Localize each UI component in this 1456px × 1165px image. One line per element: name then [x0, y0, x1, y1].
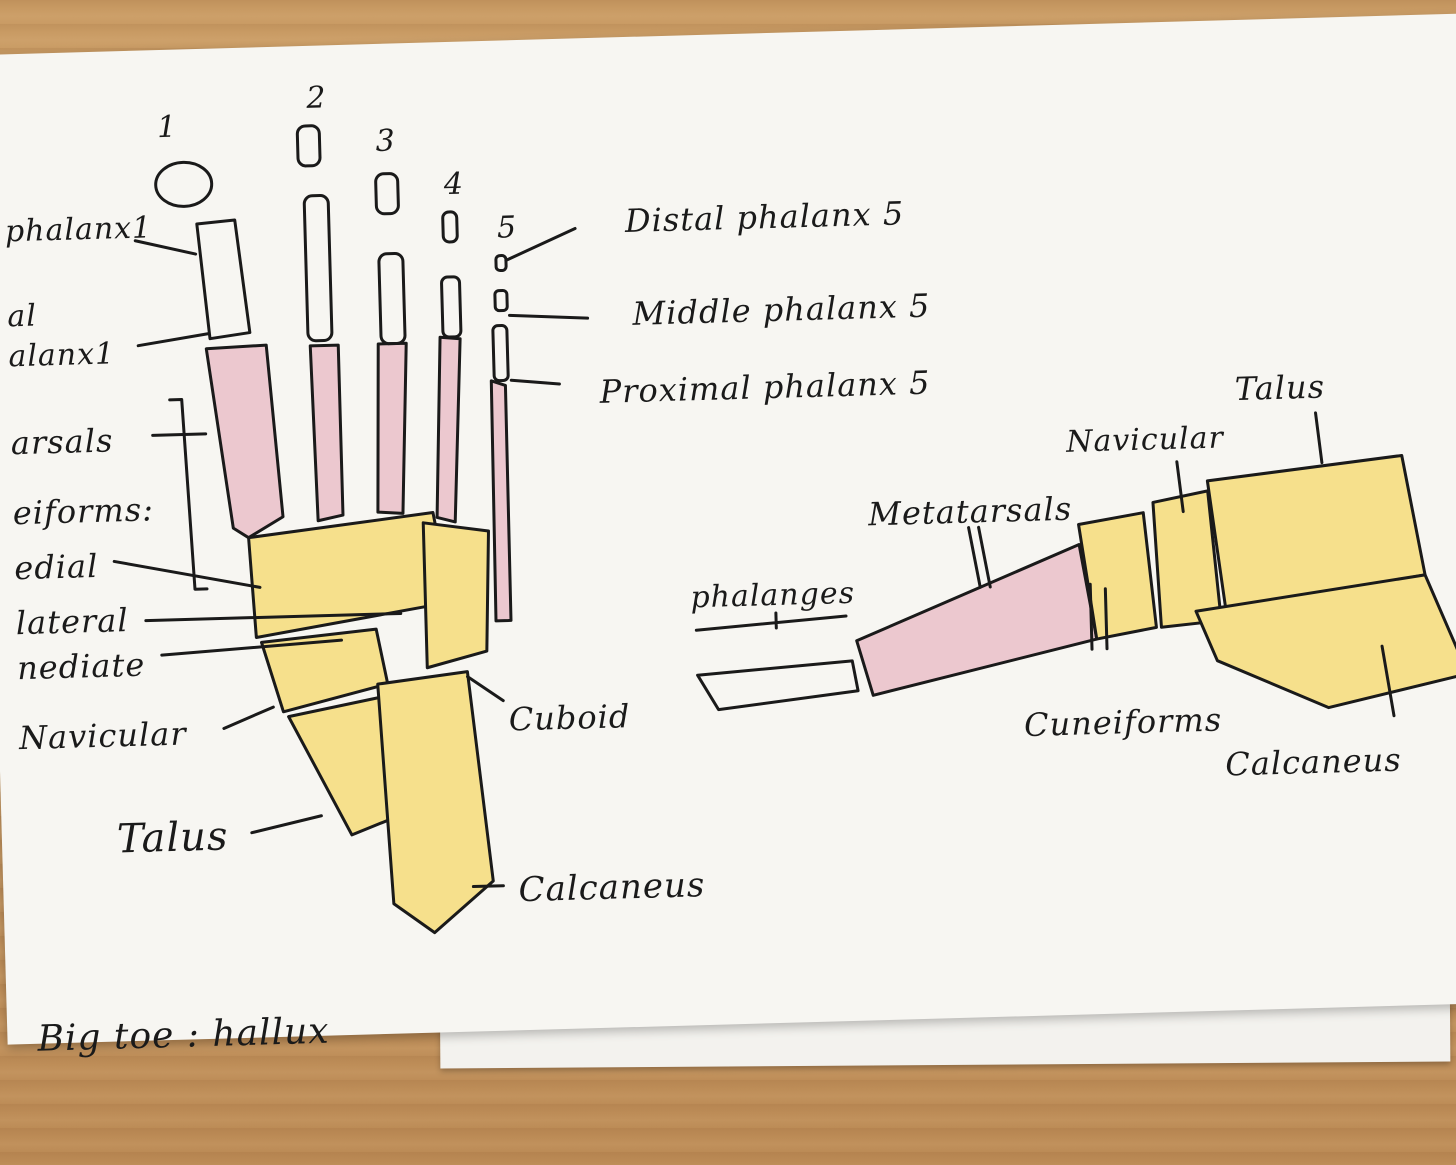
- phalanx-3-proximal: [377, 251, 407, 346]
- toe-number-1: 1: [156, 109, 178, 146]
- phalanx-2-proximal: [302, 194, 334, 343]
- footer-note: Big toe : hallux: [36, 1010, 331, 1060]
- label-cuneiforms: eiforms:: [12, 490, 155, 533]
- toe-number-5: 5: [496, 210, 518, 246]
- metatarsal-3: [376, 341, 408, 515]
- label-lateral-metatarsals: Metatarsals: [867, 489, 1073, 534]
- label-metatarsals: arsals: [10, 421, 114, 463]
- proximal-phalanx-1-shape: [195, 218, 252, 341]
- phalanx-4-proximal: [440, 275, 463, 339]
- metatarsal-bracket: [168, 398, 209, 591]
- label-lateral-talus: Talus: [1234, 367, 1326, 409]
- label-distal-phalanx-5: Distal phalanx 5: [624, 194, 905, 241]
- phalanx-5-middle: [493, 288, 509, 313]
- label-intermediate: nediate: [16, 645, 146, 688]
- label-proximal-phalanx-1-line1: al: [6, 298, 38, 335]
- metatarsal-1: [204, 343, 285, 540]
- metatarsal-5: [489, 379, 513, 623]
- label-talus: Talus: [116, 813, 230, 863]
- flash-card: 1 2 3 4 5 phalanx1 al alanx1 arsals eifo…: [0, 13, 1456, 1060]
- label-lateral-phalanges: phalanges: [689, 575, 856, 616]
- cuneiforms-group: [247, 511, 452, 640]
- lateral-phalanges: [696, 659, 860, 712]
- label-medial: edial: [13, 546, 99, 588]
- phalanx-5-proximal: [491, 324, 510, 383]
- toe-number-4: 4: [443, 166, 465, 203]
- label-lateral-cuneiforms: Cuneiforms: [1023, 700, 1223, 745]
- lateral-calcaneus: [1194, 573, 1456, 710]
- foot-skeleton-drawing: [112, 124, 1456, 935]
- cuboid-shape: [421, 521, 490, 670]
- toe-number-3: 3: [375, 123, 397, 159]
- label-lateral: lateral: [15, 601, 130, 643]
- label-proximal-phalanx-1-line2: alanx1: [7, 336, 116, 375]
- phalanx-4-distal: [441, 210, 459, 244]
- label-distal-phalanx-1: phalanx1: [4, 210, 153, 250]
- label-cuboid: Cuboid: [508, 697, 631, 739]
- label-lateral-navicular: Navicular: [1065, 420, 1225, 460]
- leader-lines-right: [694, 411, 1396, 718]
- phalanx-2-distal: [295, 124, 322, 168]
- label-navicular: Navicular: [18, 714, 188, 758]
- metatarsal-2: [308, 343, 345, 523]
- calcaneus-shape: [376, 670, 495, 935]
- phalanx-5-distal: [494, 254, 508, 273]
- distal-phalanx-1: [154, 160, 214, 208]
- dorsal-foot-view: [112, 124, 590, 935]
- toe-number-2: 2: [305, 80, 327, 116]
- lateral-foot-view: [694, 411, 1456, 718]
- leader-lines-left: [112, 226, 590, 889]
- label-lateral-calcaneus: Calcaneus: [1224, 740, 1403, 784]
- phalanx-3-distal: [374, 172, 400, 216]
- label-calcaneus: Calcaneus: [517, 865, 706, 911]
- metatarsal-4: [435, 335, 462, 524]
